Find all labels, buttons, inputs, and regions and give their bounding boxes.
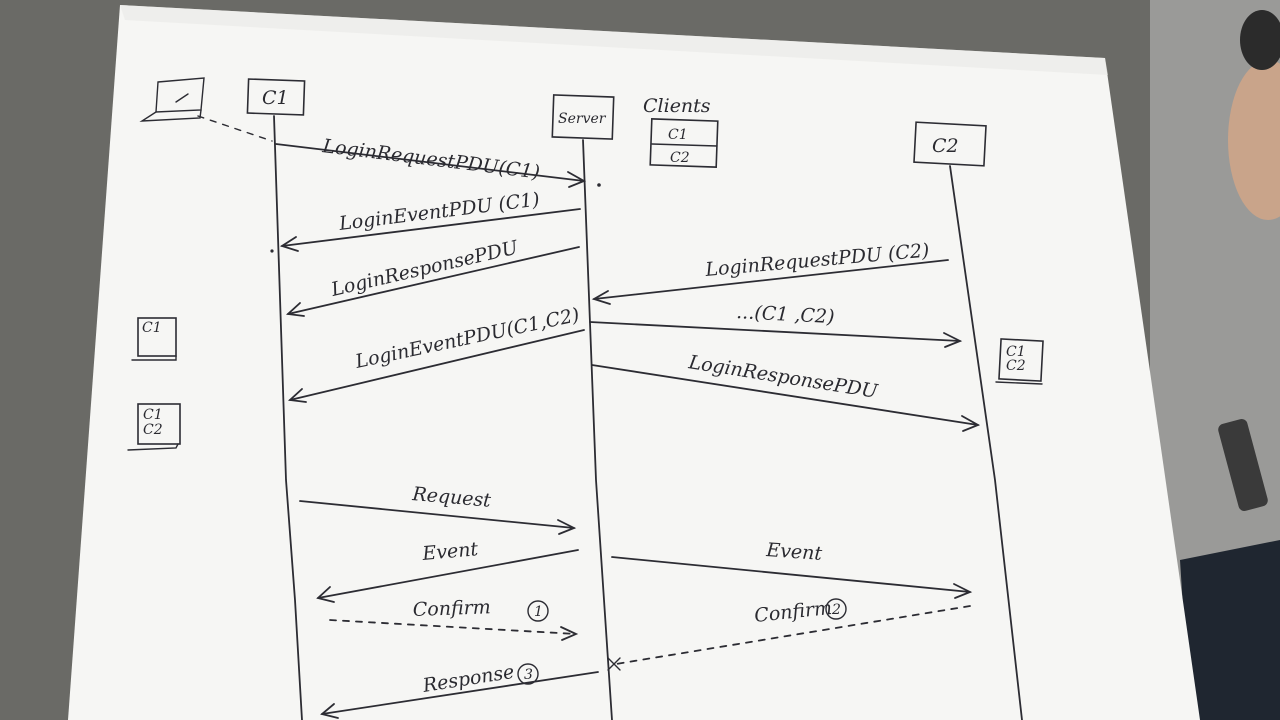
lifeline-c2 xyxy=(949,165,1023,720)
participant-c2-label: C2 xyxy=(932,135,959,157)
sketch-entry: C2 xyxy=(1006,358,1026,374)
c1-state-sketch: C1 xyxy=(131,317,177,361)
clients-table-title: Clients xyxy=(643,95,711,117)
participant-c1: C1 xyxy=(246,78,306,116)
laptop-link xyxy=(197,115,273,142)
laptop-icon xyxy=(139,77,205,122)
message-label: Event xyxy=(765,539,823,565)
clients-table-row: C1 xyxy=(668,127,688,143)
participant-server-label: Server xyxy=(558,111,607,127)
message-label: ...(C1 ,C2) xyxy=(736,301,835,328)
step-marker: 1 xyxy=(534,604,543,620)
clients-table: Clients C1 C2 xyxy=(643,95,719,168)
step-marker: 3 xyxy=(524,667,533,683)
message-response: Response 3 xyxy=(320,661,599,719)
participant-server: Server xyxy=(551,94,615,140)
dark-fabric xyxy=(1180,540,1280,720)
lifeline-server xyxy=(582,139,613,720)
device-corner xyxy=(1240,10,1280,70)
message-confirm-1: Confirm 1 xyxy=(329,596,579,641)
message-event-c1-c2-to-c2: ...(C1 ,C2) xyxy=(589,301,963,348)
sketch-entry: C1 xyxy=(142,320,162,336)
paper-sheet xyxy=(68,5,1200,720)
participant-c1-label: C1 xyxy=(262,87,289,109)
lifeline-c1 xyxy=(273,115,303,720)
clients-table-row: C2 xyxy=(670,150,690,166)
usb-stick xyxy=(1218,418,1268,512)
c1-state-sketch-2: C1 C2 xyxy=(127,403,181,451)
sketch-entry: C1 xyxy=(1006,344,1026,360)
message-event-to-c1: Event xyxy=(316,538,579,603)
message-label: Confirm xyxy=(412,596,491,621)
finger xyxy=(1228,60,1280,220)
c2-state-sketch: C1 C2 xyxy=(995,338,1044,385)
message-label: Event xyxy=(421,538,480,565)
message-event-to-c2: Event xyxy=(611,539,973,599)
sketch-entry: C2 xyxy=(143,422,163,438)
cross-mark xyxy=(607,657,621,671)
participant-c2: C2 xyxy=(913,121,987,167)
message-request: Request xyxy=(299,483,577,535)
step-marker: 2 xyxy=(831,602,841,618)
sketch-entry: C1 xyxy=(143,407,163,423)
